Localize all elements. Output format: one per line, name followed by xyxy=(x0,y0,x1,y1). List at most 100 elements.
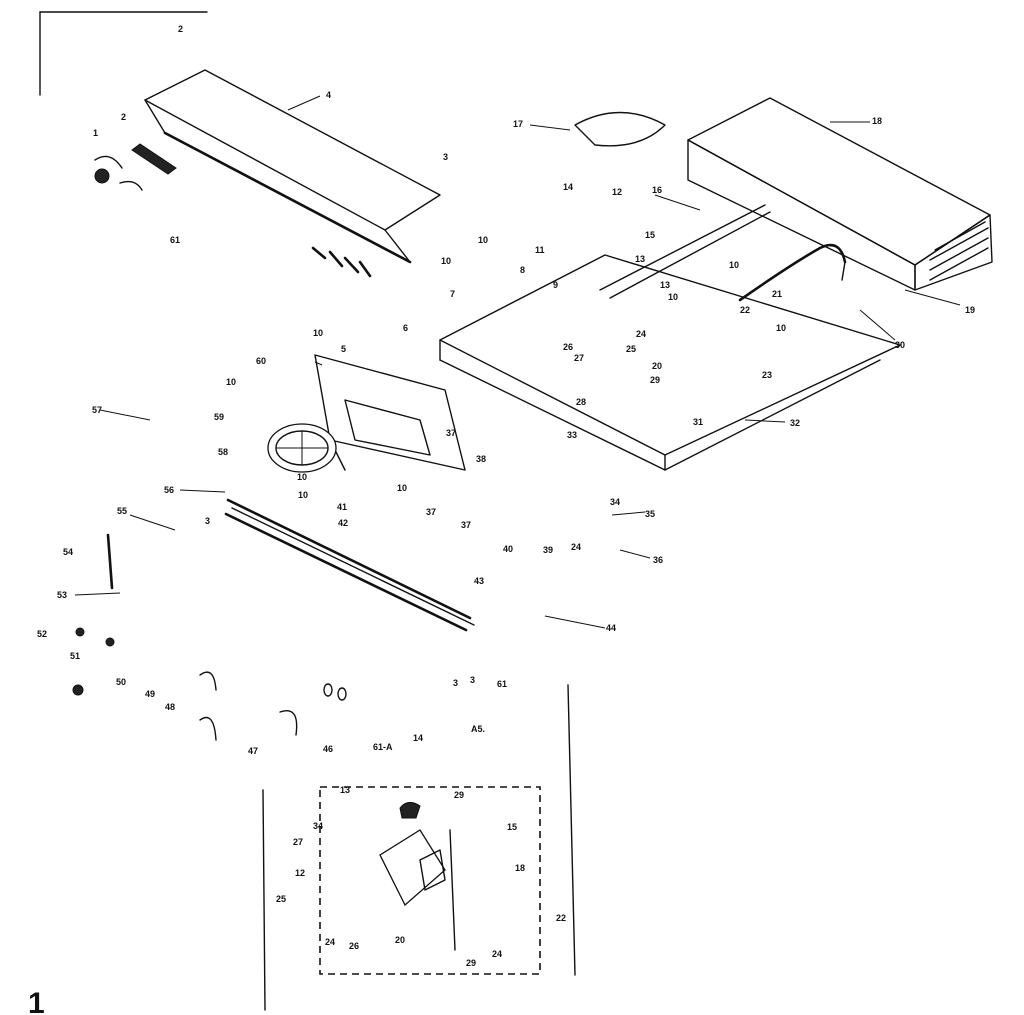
callout-label: 13 xyxy=(660,280,670,290)
callout-label: 35 xyxy=(645,509,655,519)
callout-label: 2 xyxy=(178,24,183,34)
callout-label: 61 xyxy=(170,235,180,245)
callout-label: 13 xyxy=(340,785,350,795)
callout-label: 57 xyxy=(92,405,102,415)
frame-corner xyxy=(39,11,208,96)
callout-label: 26 xyxy=(349,941,359,951)
callout-label: 48 xyxy=(165,702,175,712)
callout-label: 3 xyxy=(443,152,448,162)
callout-labels: 2 4 2 1 3 61 17 18 14 12 16 15 10 11 10 … xyxy=(28,24,975,1015)
callout-label: 53 xyxy=(57,590,67,600)
callout-label: 10 xyxy=(478,235,488,245)
callout-label: 27 xyxy=(293,837,303,847)
callout-label: 10 xyxy=(226,377,236,387)
callout-label: 15 xyxy=(507,822,517,832)
knob-parts xyxy=(94,143,177,191)
callout-label: 18 xyxy=(872,116,882,126)
callout-label: 37 xyxy=(426,507,436,517)
callout-label: 56 xyxy=(164,485,174,495)
callout-label: 29 xyxy=(454,790,464,800)
callout-label: 7 xyxy=(450,289,455,299)
callout-label: 34 xyxy=(610,497,620,507)
callout-label: 54 xyxy=(63,547,73,557)
callout-label: 60 xyxy=(256,356,266,366)
bottom-rail xyxy=(224,498,475,632)
callout-label: 20 xyxy=(395,935,405,945)
callout-label: 29 xyxy=(650,375,660,385)
front-panel xyxy=(314,354,466,471)
callout-label: 24 xyxy=(492,949,502,959)
callout-label: 50 xyxy=(116,677,126,687)
callout-label: 14 xyxy=(563,182,573,192)
callout-label: 22 xyxy=(740,305,750,315)
callout-label: 33 xyxy=(567,430,577,440)
callout-label: 37 xyxy=(446,428,456,438)
callout-label: 24 xyxy=(636,329,646,339)
callout-label: 40 xyxy=(503,544,513,554)
callout-label: 10 xyxy=(313,328,323,338)
callout-label: 17 xyxy=(513,119,523,129)
callout-label: 21 xyxy=(772,289,782,299)
callout-label: 3 xyxy=(205,516,210,526)
chassis-plate xyxy=(439,254,901,471)
callout-label: 6 xyxy=(403,323,408,333)
callout-label: 13 xyxy=(635,254,645,264)
callout-label: 10 xyxy=(668,292,678,302)
callout-label: 36 xyxy=(653,555,663,565)
callout-label: 43 xyxy=(474,576,484,586)
callout-label: 24 xyxy=(571,542,581,552)
callout-label: 23 xyxy=(762,370,772,380)
callout-label: 47 xyxy=(248,746,258,756)
callout-label: 10 xyxy=(776,323,786,333)
callout-label: 29 xyxy=(466,958,476,968)
callout-label: 10 xyxy=(298,490,308,500)
detail-ref-label: 61-A xyxy=(373,742,393,752)
callout-label: 58 xyxy=(218,447,228,457)
callout-label: 30 xyxy=(895,340,905,350)
callout-label: 52 xyxy=(37,629,47,639)
callout-label: 42 xyxy=(338,518,348,528)
callout-label: 12 xyxy=(612,187,622,197)
callout-label: 28 xyxy=(576,397,586,407)
small-parts xyxy=(72,627,347,741)
callout-label: 18 xyxy=(515,863,525,873)
callout-label: 15 xyxy=(645,230,655,240)
callout-label: 20 xyxy=(652,361,662,371)
top-cover xyxy=(144,69,441,264)
callout-label: 22 xyxy=(556,913,566,923)
callout-label: 19 xyxy=(965,305,975,315)
callout-label: 59 xyxy=(214,412,224,422)
vent-fins xyxy=(311,246,372,278)
callout-label: 61 xyxy=(497,679,507,689)
callout-label: 34 xyxy=(313,821,323,831)
callout-label: 26 xyxy=(563,342,573,352)
callout-label: 10 xyxy=(441,256,451,266)
callout-label: 3 xyxy=(453,678,458,688)
dial xyxy=(267,423,337,473)
callout-label: 25 xyxy=(276,894,286,904)
rods xyxy=(574,111,771,299)
callout-label: 5 xyxy=(341,344,346,354)
callout-label: 25 xyxy=(626,344,636,354)
callout-label: 9 xyxy=(553,280,558,290)
callout-label: 8 xyxy=(520,265,525,275)
callout-label: 10 xyxy=(397,483,407,493)
callout-label: 16 xyxy=(652,185,662,195)
callout-label: 49 xyxy=(145,689,155,699)
leader-lines xyxy=(74,95,961,629)
callout-label: 1 xyxy=(93,128,98,138)
callout-label: 38 xyxy=(476,454,486,464)
callout-label: 32 xyxy=(790,418,800,428)
callout-label: 39 xyxy=(543,545,553,555)
detail-caption: A5. xyxy=(471,724,485,734)
callout-label: 4 xyxy=(326,90,331,100)
callout-label: 14 xyxy=(413,733,423,743)
rear-housing xyxy=(687,97,993,291)
callout-label: 41 xyxy=(337,502,347,512)
page-number: 1 xyxy=(28,987,45,1015)
callout-label: 31 xyxy=(693,417,703,427)
callout-label: 10 xyxy=(297,472,307,482)
callout-label: 51 xyxy=(70,651,80,661)
detail-box xyxy=(262,684,576,1011)
